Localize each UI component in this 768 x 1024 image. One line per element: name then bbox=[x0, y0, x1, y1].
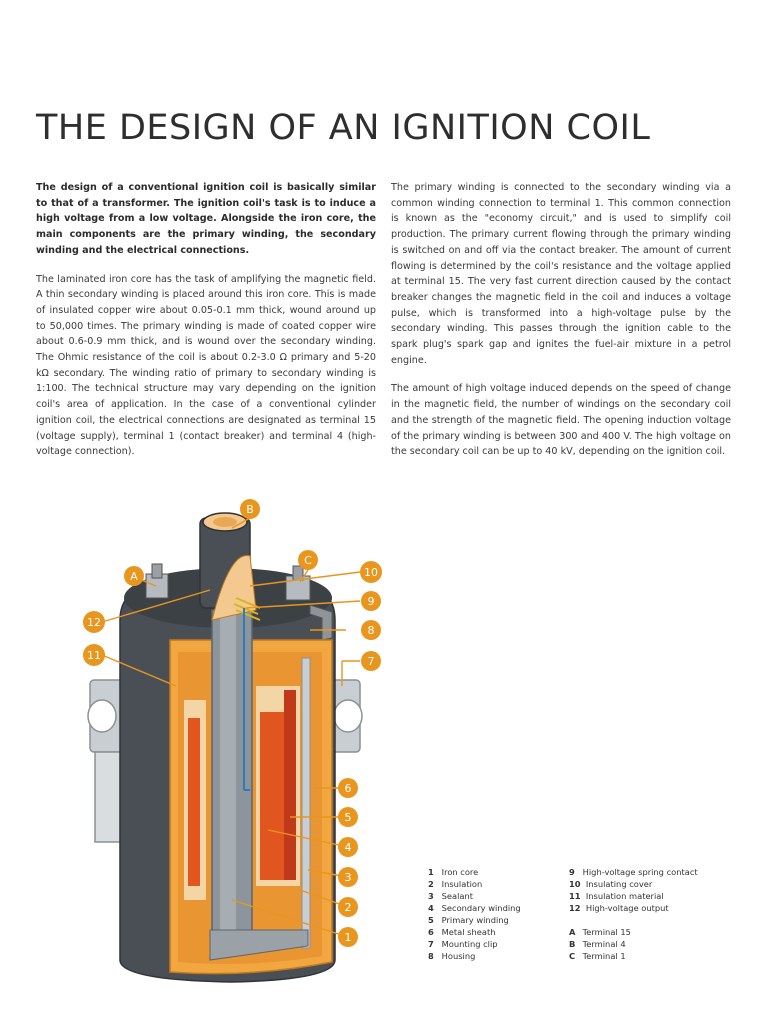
callout-4: 4 bbox=[345, 841, 352, 854]
legend-item: 9 High-voltage spring contact bbox=[569, 866, 739, 878]
body-paragraph: The amount of high voltage induced depen… bbox=[391, 381, 731, 460]
callout-7: 7 bbox=[368, 655, 375, 668]
legend-item: C Terminal 1 bbox=[569, 950, 739, 962]
legend-numbered-left: 1 Iron core 2 Insulation 3 Sealant 4 Sec… bbox=[428, 866, 568, 962]
legend-item: 3 Sealant bbox=[428, 890, 568, 902]
legend-item: 4 Secondary winding bbox=[428, 902, 568, 914]
callout-11: 11 bbox=[87, 649, 101, 662]
legend-item: A Terminal 15 bbox=[569, 926, 739, 938]
callout-terminal-a: A bbox=[130, 570, 138, 583]
callout-5: 5 bbox=[345, 811, 352, 824]
legend-item: 5 Primary winding bbox=[428, 914, 568, 926]
callout-1: 1 bbox=[345, 931, 352, 944]
callout-terminal-c: C bbox=[304, 554, 312, 567]
body-paragraph: The primary winding is connected to the … bbox=[391, 180, 731, 368]
callout-9: 9 bbox=[368, 595, 375, 608]
callout-terminal-b: B bbox=[246, 503, 254, 516]
left-text-column: The design of a conventional ignition co… bbox=[36, 180, 376, 473]
callout-2: 2 bbox=[345, 901, 352, 914]
legend-item: 10 Insulating cover bbox=[569, 878, 739, 890]
legend-item: B Terminal 4 bbox=[569, 938, 739, 950]
page-title: THE DESIGN OF AN IGNITION COIL bbox=[36, 108, 736, 148]
legend-item: 6 Metal sheath bbox=[428, 926, 568, 938]
right-text-column: The primary winding is connected to the … bbox=[391, 180, 731, 473]
callout-6: 6 bbox=[345, 782, 352, 795]
ignition-coil-cutaway-diagram: A B C 10 9 8 7 6 5 4 3 2 1 12 11 bbox=[60, 490, 400, 990]
callout-10: 10 bbox=[364, 566, 378, 579]
callout-12: 12 bbox=[87, 616, 101, 629]
legend-numbered-right: 9 High-voltage spring contact 10 Insulat… bbox=[569, 866, 739, 962]
legend-item: 7 Mounting clip bbox=[428, 938, 568, 950]
body-paragraph: The laminated iron core has the task of … bbox=[36, 272, 376, 460]
callout-8: 8 bbox=[368, 624, 375, 637]
legend-item: 2 Insulation bbox=[428, 878, 568, 890]
callout-3: 3 bbox=[345, 871, 352, 884]
legend-item: 1 Iron core bbox=[428, 866, 568, 878]
legend-item: 11 Insulation material bbox=[569, 890, 739, 902]
legend-item: 12 High-voltage output bbox=[569, 902, 739, 914]
intro-paragraph: The design of a conventional ignition co… bbox=[36, 180, 376, 259]
legend-item: 8 Housing bbox=[428, 950, 568, 962]
